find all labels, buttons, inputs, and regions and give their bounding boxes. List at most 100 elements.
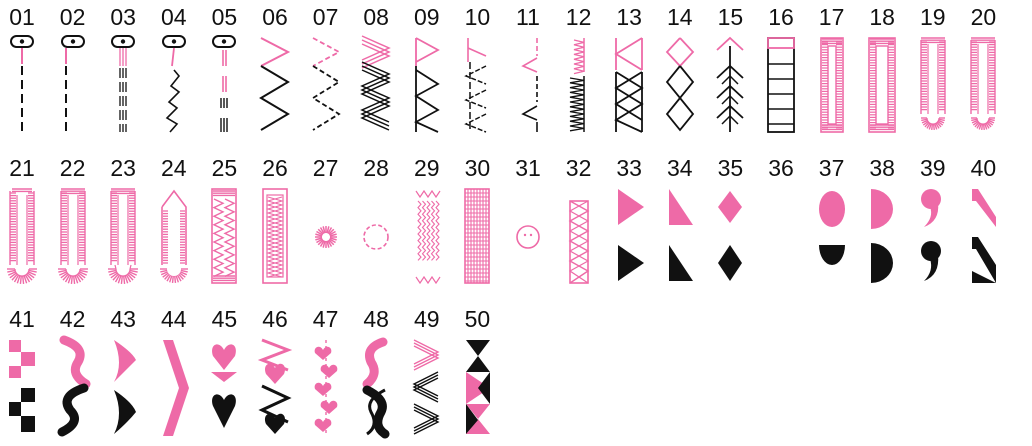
stitch-item: 31 bbox=[509, 155, 547, 295]
stitch-pattern-icon bbox=[511, 36, 545, 136]
stitch-number: 15 bbox=[711, 4, 749, 30]
stitch-pattern-icon bbox=[309, 338, 343, 438]
stitch-pattern-icon bbox=[56, 36, 90, 136]
stitch-pattern-icon bbox=[106, 338, 140, 438]
stitch-pattern-icon bbox=[359, 187, 393, 287]
stitch-number: 39 bbox=[914, 155, 952, 181]
stitch-pattern-icon bbox=[258, 338, 292, 438]
stitch-item: 26 bbox=[256, 155, 294, 295]
stitch-pattern-icon bbox=[56, 338, 90, 438]
stitch-number: 11 bbox=[509, 4, 547, 30]
stitch-pattern-icon bbox=[865, 36, 899, 136]
stitch-pattern-icon bbox=[916, 187, 950, 287]
stitch-number: 05 bbox=[205, 4, 243, 30]
stitch-pattern-icon bbox=[359, 338, 393, 438]
stitch-number: 10 bbox=[458, 4, 496, 30]
stitch-item: 44 bbox=[155, 306, 193, 446]
stitch-number: 26 bbox=[256, 155, 294, 181]
stitch-item: 48 bbox=[357, 306, 395, 446]
stitch-item: 12 bbox=[560, 4, 598, 144]
stitch-number: 49 bbox=[408, 306, 446, 332]
stitch-item: 28 bbox=[357, 155, 395, 295]
stitch-number: 24 bbox=[155, 155, 193, 181]
stitch-number: 34 bbox=[661, 155, 699, 181]
stitch-item: 10 bbox=[458, 4, 496, 144]
stitch-item: 22 bbox=[54, 155, 92, 295]
stitch-number: 36 bbox=[762, 155, 800, 181]
stitch-number: 20 bbox=[964, 4, 1002, 30]
stitch-pattern-icon bbox=[56, 187, 90, 287]
stitch-number: 17 bbox=[813, 4, 851, 30]
stitch-number: 35 bbox=[711, 155, 749, 181]
stitch-number: 42 bbox=[54, 306, 92, 332]
stitch-item: 21 bbox=[3, 155, 41, 295]
stitch-pattern-icon bbox=[713, 36, 747, 136]
stitch-item: 40 bbox=[964, 155, 1002, 295]
stitch-item: 34 bbox=[661, 155, 699, 295]
stitch-number: 31 bbox=[509, 155, 547, 181]
stitch-item: 06 bbox=[256, 4, 294, 144]
stitch-item: 46 bbox=[256, 306, 294, 446]
stitch-number: 28 bbox=[357, 155, 395, 181]
stitch-number: 07 bbox=[307, 4, 345, 30]
stitch-number: 47 bbox=[307, 306, 345, 332]
stitch-pattern-icon bbox=[764, 187, 798, 287]
stitch-item: 38 bbox=[863, 155, 901, 295]
stitch-number: 04 bbox=[155, 4, 193, 30]
stitch-number: 14 bbox=[661, 4, 699, 30]
stitch-item: 33 bbox=[610, 155, 648, 295]
stitch-number: 48 bbox=[357, 306, 395, 332]
stitch-number: 08 bbox=[357, 4, 395, 30]
stitch-item: 18 bbox=[863, 4, 901, 144]
stitch-pattern-icon bbox=[764, 36, 798, 136]
stitch-item: 07 bbox=[307, 4, 345, 144]
stitch-item: 11 bbox=[509, 4, 547, 144]
stitch-pattern-icon bbox=[410, 338, 444, 438]
stitch-number: 23 bbox=[104, 155, 142, 181]
stitch-number: 46 bbox=[256, 306, 294, 332]
stitch-item: 14 bbox=[661, 4, 699, 144]
stitch-pattern-icon bbox=[562, 187, 596, 287]
stitch-item: 39 bbox=[914, 155, 952, 295]
stitch-number: 50 bbox=[458, 306, 496, 332]
stitch-pattern-icon bbox=[865, 187, 899, 287]
stitch-pattern-icon bbox=[612, 36, 646, 136]
stitch-number: 09 bbox=[408, 4, 446, 30]
stitch-item: 42 bbox=[54, 306, 92, 446]
stitch-item: 50 bbox=[458, 306, 496, 446]
stitch-item: 05 bbox=[205, 4, 243, 144]
stitch-item: 19 bbox=[914, 4, 952, 144]
stitch-number: 13 bbox=[610, 4, 648, 30]
stitch-pattern-icon bbox=[562, 36, 596, 136]
stitch-number: 38 bbox=[863, 155, 901, 181]
stitch-item: 13 bbox=[610, 4, 648, 144]
stitch-number: 19 bbox=[914, 4, 952, 30]
stitch-pattern-icon bbox=[157, 36, 191, 136]
stitch-item: 49 bbox=[408, 306, 446, 446]
stitch-pattern-icon bbox=[207, 338, 241, 438]
stitch-pattern-icon bbox=[460, 338, 494, 438]
stitch-number: 45 bbox=[205, 306, 243, 332]
stitch-pattern-icon bbox=[713, 187, 747, 287]
stitch-item: 15 bbox=[711, 4, 749, 144]
stitch-pattern-icon bbox=[309, 36, 343, 136]
stitch-item: 17 bbox=[813, 4, 851, 144]
stitch-number: 32 bbox=[560, 155, 598, 181]
stitch-pattern-icon bbox=[410, 36, 444, 136]
stitch-pattern-icon bbox=[309, 187, 343, 287]
stitch-number: 44 bbox=[155, 306, 193, 332]
stitch-pattern-icon bbox=[511, 187, 545, 287]
stitch-pattern-icon bbox=[460, 36, 494, 136]
stitch-pattern-icon bbox=[5, 187, 39, 287]
stitch-pattern-icon bbox=[106, 187, 140, 287]
stitch-item: 20 bbox=[964, 4, 1002, 144]
stitch-item: 09 bbox=[408, 4, 446, 144]
stitch-pattern-icon bbox=[207, 36, 241, 136]
stitch-item: 03 bbox=[104, 4, 142, 144]
stitch-item: 08 bbox=[357, 4, 395, 144]
stitch-pattern-icon bbox=[157, 338, 191, 438]
stitch-item: 45 bbox=[205, 306, 243, 446]
stitch-number: 40 bbox=[964, 155, 1002, 181]
stitch-pattern-icon bbox=[916, 36, 950, 136]
